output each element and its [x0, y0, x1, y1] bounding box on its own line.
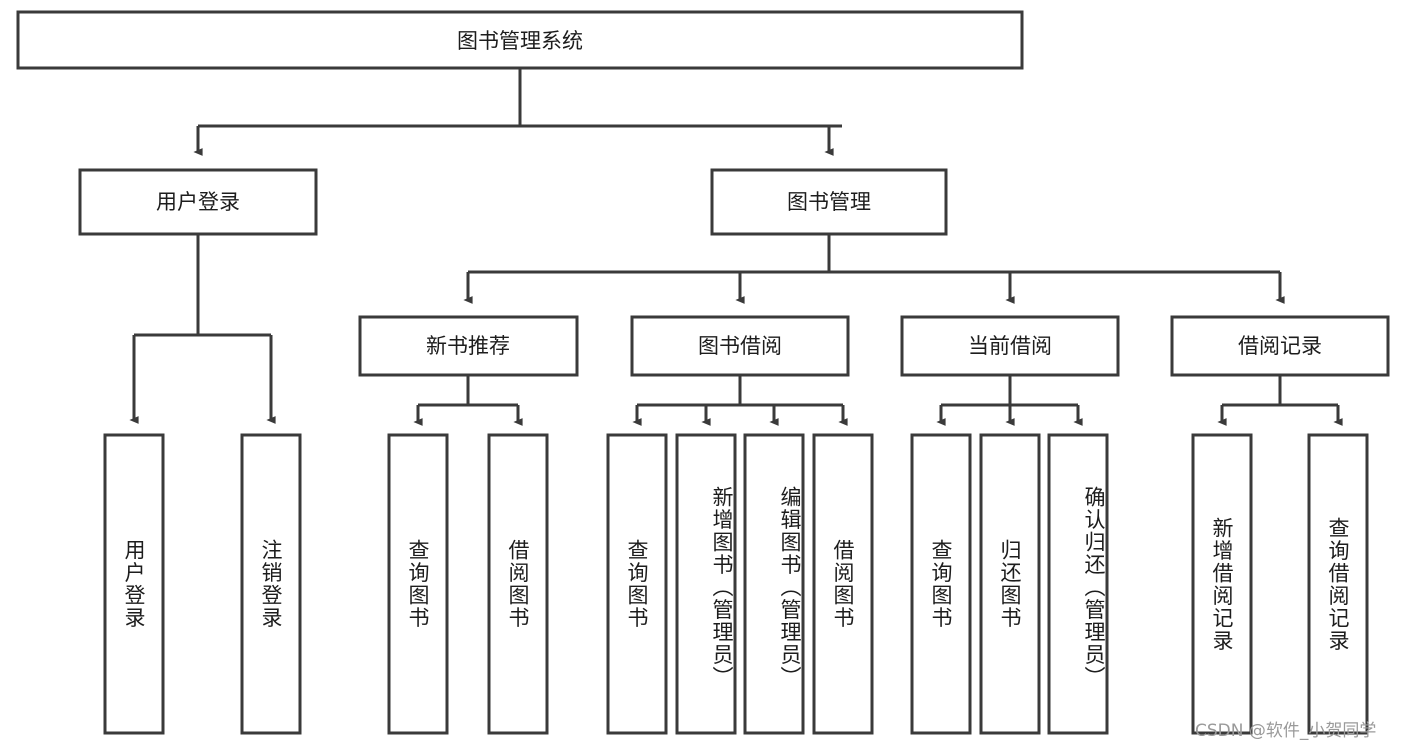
node-leaf-add-record[interactable]: [1191, 433, 1253, 735]
node-leaf-logout[interactable]: [240, 433, 302, 735]
node-new-book-rec-label: 新书推荐: [426, 334, 510, 358]
node-new-book-rec[interactable]: 新书推荐: [358, 315, 579, 377]
node-leaf-borrow-book-2[interactable]: [812, 433, 874, 735]
node-book-borrow[interactable]: 图书借阅: [630, 315, 850, 377]
connector-newbookrec-to-leaves: [413, 375, 523, 426]
node-leaf-confirm-return[interactable]: [1047, 433, 1109, 735]
node-leaf-query-book-2[interactable]: [606, 433, 668, 735]
connector-bookmanage-to-level3: [463, 234, 1285, 304]
node-leaf-user-login[interactable]: [103, 433, 165, 735]
node-book-manage[interactable]: 图书管理: [710, 168, 948, 236]
node-leaf-return-book[interactable]: [979, 433, 1041, 735]
connector-root-to-level2: [193, 68, 842, 156]
csdn-watermark: CSDN @软件_小贺同学: [1195, 721, 1377, 741]
node-root[interactable]: 图书管理系统: [16, 10, 1024, 70]
node-current-borrow[interactable]: 当前借阅: [900, 315, 1120, 377]
node-leaf-edit-book[interactable]: [743, 433, 805, 735]
node-borrow-record[interactable]: 借阅记录: [1170, 315, 1390, 377]
connector-bookborrow-to-leaves: [632, 375, 848, 426]
connector-currentborrow-to-leaves: [936, 375, 1083, 426]
node-leaf-query-book-1[interactable]: [387, 433, 449, 735]
node-leaf-borrow-book-1[interactable]: [487, 433, 549, 735]
node-current-borrow-label: 当前借阅: [968, 334, 1052, 358]
node-leaf-add-book[interactable]: [675, 433, 737, 735]
node-user-login[interactable]: 用户登录: [78, 168, 318, 236]
node-user-login-label: 用户登录: [156, 190, 240, 214]
connector-borrowrecord-to-leaves: [1217, 375, 1343, 426]
node-root-label: 图书管理系统: [457, 29, 583, 53]
node-leaf-query-record[interactable]: [1307, 433, 1369, 735]
connector-userlogin-to-leaves: [129, 234, 276, 424]
node-book-borrow-label: 图书借阅: [698, 334, 782, 358]
node-borrow-record-label: 借阅记录: [1238, 334, 1322, 358]
node-book-manage-label: 图书管理: [787, 190, 871, 214]
node-leaf-query-book-3[interactable]: [910, 433, 972, 735]
